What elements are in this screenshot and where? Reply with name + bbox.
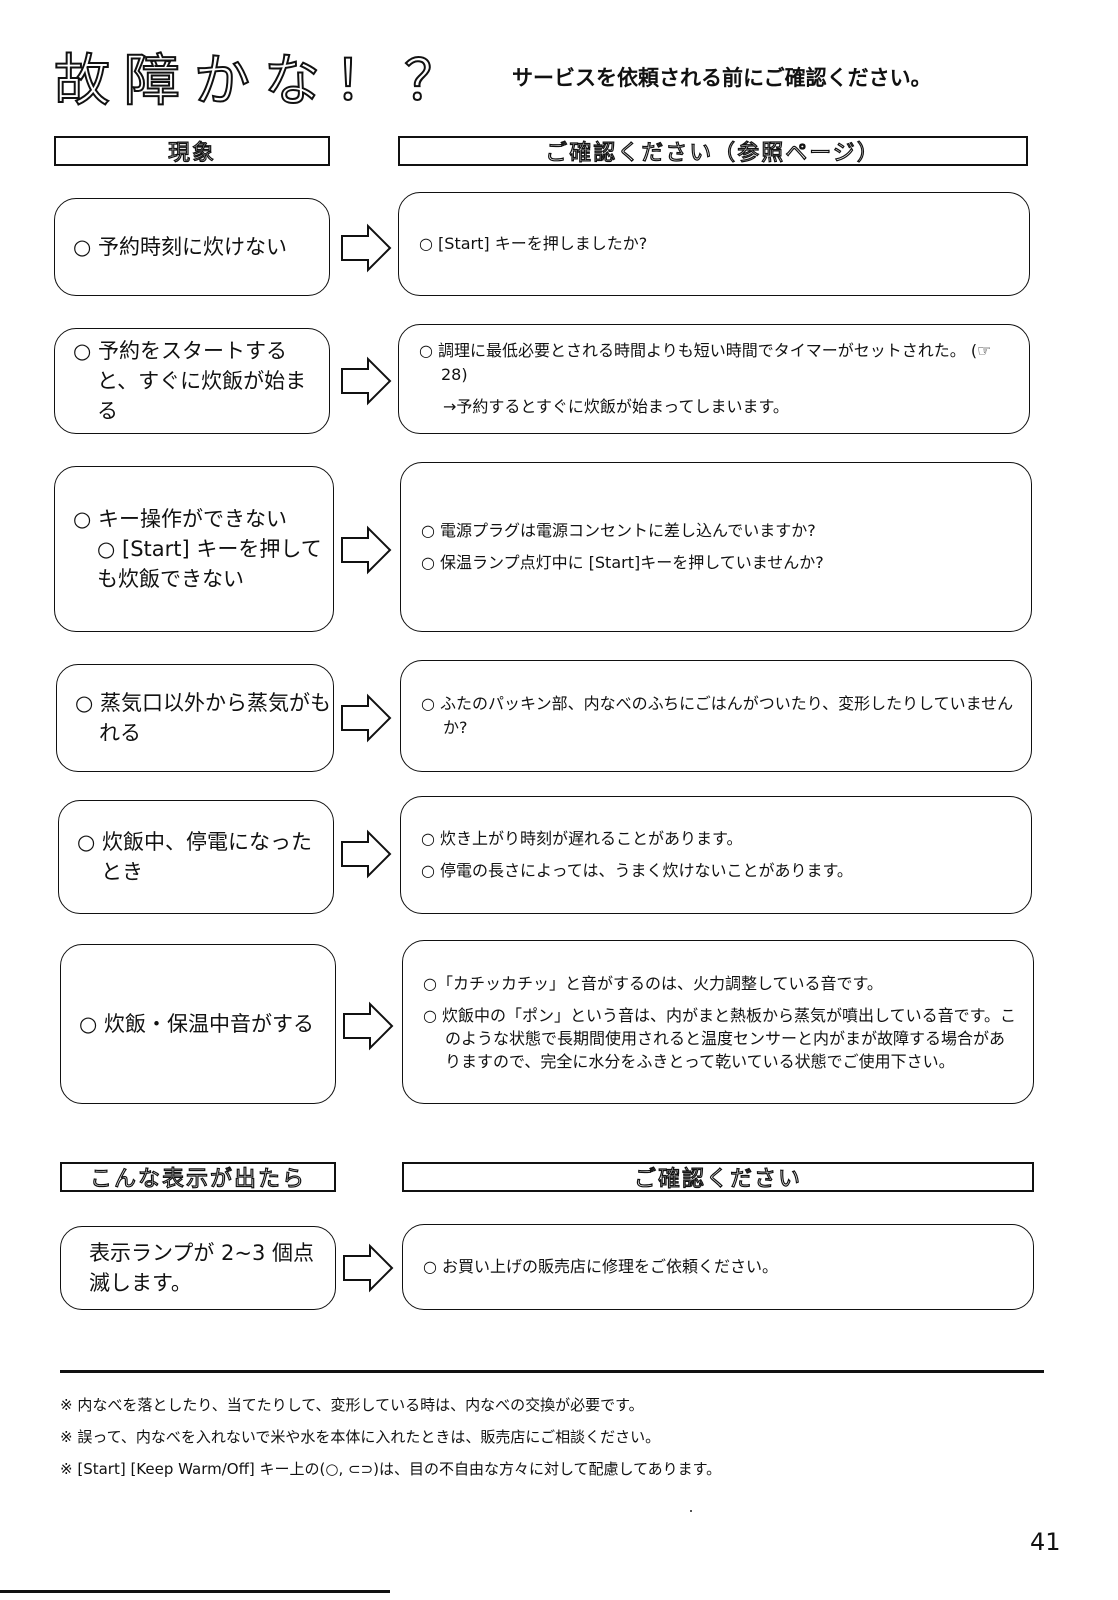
arrow-right-icon [341, 356, 392, 406]
arrow-right-icon [341, 223, 392, 273]
check-item: ○ 保温ランプ点灯中に [Start]キーを押していませんか? [421, 553, 824, 572]
check-box: ○ 電源プラグは電源コンセントに差し込んでいますか? ○ 保温ランプ点灯中に [… [400, 462, 1032, 632]
symptom-box: 表示ランプが 2~3 個点滅します。 [60, 1226, 336, 1310]
display-check-header: ご確認ください [402, 1162, 1034, 1193]
page-header: 故障かな！？ サービスを依頼される前にご確認ください。 [53, 36, 1064, 115]
note: ※ [Start] [Keep Warm/Off] キー上の(○, ⊂⊃)は、目… [60, 1460, 722, 1478]
note: ※ 内なべを落としたり、当てたりして、変形している時は、内なべの交換が必要です。 [60, 1396, 644, 1414]
check-column-header: ご確認ください（参照ページ） [398, 136, 1028, 167]
arrow-right-icon [343, 1001, 394, 1051]
check-box: ○ [Start] キーを押しましたか? [398, 192, 1030, 296]
symptom-column-header: 現象 [54, 136, 330, 167]
speck [690, 1510, 692, 1512]
symptom-text: ○ 蒸気口以外から蒸気がもれる [75, 691, 331, 745]
check-box: ○ 炊き上がり時刻が遅れることがあります。 ○ 停電の長さによっては、うまく炊け… [400, 796, 1032, 914]
symptom-text: ○ 予約をスタートすると、すぐに炊飯が始まる [73, 339, 307, 423]
check-item: ○ ふたのパッキン部、内なべのふちにごはんがついたり、変形したりしていませんか? [421, 694, 1014, 737]
symptom-text: ○ 予約時刻に炊けない [73, 235, 287, 259]
symptom-text: 表示ランプが 2~3 個点滅します。 [89, 1241, 315, 1295]
check-box: ○「カチッカチッ」と音がするのは、火力調整している音です。 ○ 炊飯中の「ポン」… [402, 940, 1034, 1104]
display-section-header: こんな表示が出たら [60, 1162, 336, 1193]
check-item: ○ お買い上げの販売店に修理をご依頼ください。 [423, 1257, 779, 1276]
symptom-box: ○ 予約時刻に炊けない [54, 198, 330, 296]
bottom-edge-line [0, 1590, 390, 1593]
symptom-box: ○ 炊飯中、停電になったとき [58, 800, 334, 914]
symptom-box: ○ 蒸気口以外から蒸気がもれる [56, 664, 334, 772]
page-subtitle: サービスを依頼される前にご確認ください。 [512, 66, 932, 90]
arrow-right-icon [341, 525, 392, 575]
check-item: ○「カチッカチッ」と音がするのは、火力調整している音です。 [423, 973, 883, 993]
symptom-box: ○ 予約をスタートすると、すぐに炊飯が始まる [54, 328, 330, 434]
check-item: ○ 電源プラグは電源コンセントに差し込んでいますか? [421, 521, 816, 540]
page-title: 故障かな！？ [53, 48, 474, 115]
symptom-text: ○ 炊飯中、停電になったとき [77, 830, 312, 884]
symptom-text: ○ キー操作ができない ○ [Start] キーを押しても炊飯できない [73, 507, 322, 591]
check-item: ○ [Start] キーを押しましたか? [419, 234, 648, 253]
page-number: 41 [1030, 1528, 1061, 1556]
arrow-right-icon [341, 829, 392, 879]
divider [60, 1370, 1044, 1373]
check-box: ○ 調理に最低必要とされる時間よりも短い時間でタイマーがセットされた。 (☞28… [398, 324, 1030, 434]
check-item: ○ 炊き上がり時刻が遅れることがあります。 [421, 829, 743, 848]
symptom-text: ○ 炊飯・保温中音がする [79, 1012, 314, 1036]
note: ※ 誤って、内なべを入れないで米や水を本体に入れたときは、販売店にご相談ください… [60, 1428, 661, 1446]
arrow-right-icon [341, 693, 392, 743]
check-box: ○ お買い上げの販売店に修理をご依頼ください。 [402, 1224, 1034, 1310]
symptom-box: ○ 炊飯・保温中音がする [60, 944, 336, 1104]
symptom-box: ○ キー操作ができない ○ [Start] キーを押しても炊飯できない [54, 466, 334, 632]
check-item: ○ 調理に最低必要とされる時間よりも短い時間でタイマーがセットされた。 (☞28… [419, 341, 992, 384]
check-item: →予約するとすぐに炊飯が始まってしまいます。 [443, 397, 789, 416]
check-box: ○ ふたのパッキン部、内なべのふちにごはんがついたり、変形したりしていませんか? [400, 660, 1032, 772]
check-item: ○ 停電の長さによっては、うまく炊けないことがあります。 [421, 861, 853, 880]
arrow-right-icon [343, 1243, 394, 1293]
check-item: ○ 炊飯中の「ポン」という音は、内がまと熱板から蒸気が噴出している音です。このよ… [423, 1005, 1016, 1071]
